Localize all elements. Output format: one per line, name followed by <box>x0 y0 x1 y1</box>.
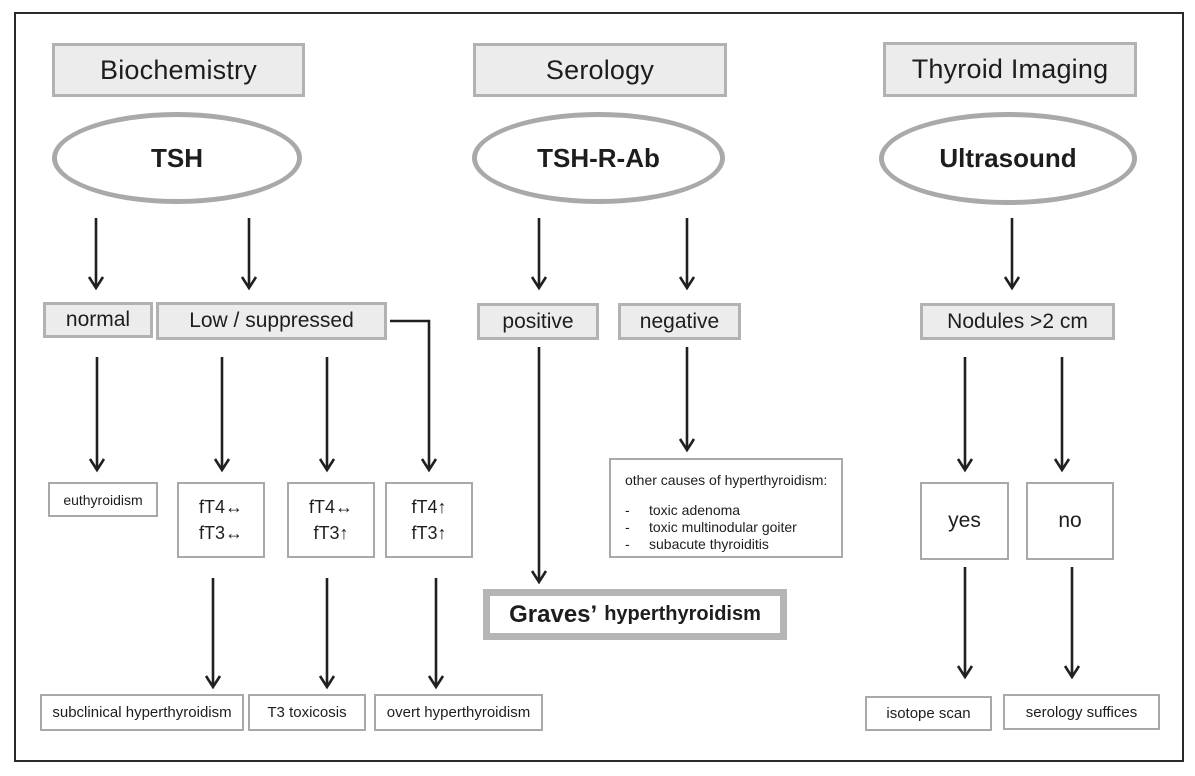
box-t3-toxicosis: T3 toxicosis <box>248 694 366 731</box>
box-tshrab-negative: negative <box>618 303 741 340</box>
box-yes: yes <box>920 482 1009 560</box>
ft4-line: fT4↔ <box>198 496 243 517</box>
box-tsh-normal: normal <box>43 302 153 338</box>
box-tshrab-positive: positive <box>477 303 599 340</box>
other-causes-list: - toxic adenoma - toxic multinodular goi… <box>625 502 831 552</box>
graves-label-rest: hyperthyroidism <box>604 603 761 625</box>
box-ft4-normal-ft3-high: fT4↔ fT3↑ <box>287 482 375 558</box>
other-cause-label: subacute thyroiditis <box>649 536 769 552</box>
header-serology: Serology <box>473 43 727 97</box>
ellipse-tsh: TSH <box>52 112 302 204</box>
list-item: - subacute thyroiditis <box>625 536 831 552</box>
list-item: - toxic adenoma <box>625 502 831 518</box>
ft4-line: fT4↔ <box>308 496 353 517</box>
box-no: no <box>1026 482 1114 560</box>
bullet-dash: - <box>625 502 630 518</box>
other-cause-label: toxic multinodular goiter <box>649 519 797 535</box>
box-ft4-high-ft3-high: fT4↑ fT3↑ <box>385 482 473 558</box>
box-serology-suffices: serology suffices <box>1003 694 1160 730</box>
box-other-causes: other causes of hyperthyroidism: - toxic… <box>609 458 843 558</box>
box-tsh-low-suppressed: Low / suppressed <box>156 302 387 340</box>
list-item: - toxic multinodular goiter <box>625 519 831 535</box>
box-subclinical-hyperthyroidism: subclinical hyperthyroidism <box>40 694 244 731</box>
other-cause-label: toxic adenoma <box>649 502 741 518</box>
box-graves-hyperthyroidism: Graves’ hyperthyroidism <box>483 589 787 640</box>
header-biochemistry: Biochemistry <box>52 43 305 97</box>
ft4-line: fT4↑ <box>411 496 447 517</box>
box-isotope-scan: isotope scan <box>865 696 992 731</box>
bullet-dash: - <box>625 536 630 552</box>
box-nodules-2cm: Nodules >2 cm <box>920 303 1115 340</box>
box-euthyroidism: euthyroidism <box>48 482 158 517</box>
header-thyroid-imaging: Thyroid Imaging <box>883 42 1137 97</box>
ft3-line: fT3↔ <box>198 523 243 543</box>
box-ft4-normal-ft3-normal: fT4↔ fT3↔ <box>177 482 265 558</box>
other-causes-title: other causes of hyperthyroidism: <box>625 472 828 488</box>
bullet-dash: - <box>625 519 630 535</box>
ellipse-tsh-r-ab: TSH-R-Ab <box>472 112 725 204</box>
ft3-line: fT3↑ <box>411 523 447 543</box>
graves-label-lead: Graves’ <box>509 600 598 628</box>
ft3-line: fT3↑ <box>313 523 349 543</box>
box-overt-hyperthyroidism: overt hyperthyroidism <box>374 694 543 731</box>
ellipse-ultrasound: Ultrasound <box>879 112 1137 205</box>
